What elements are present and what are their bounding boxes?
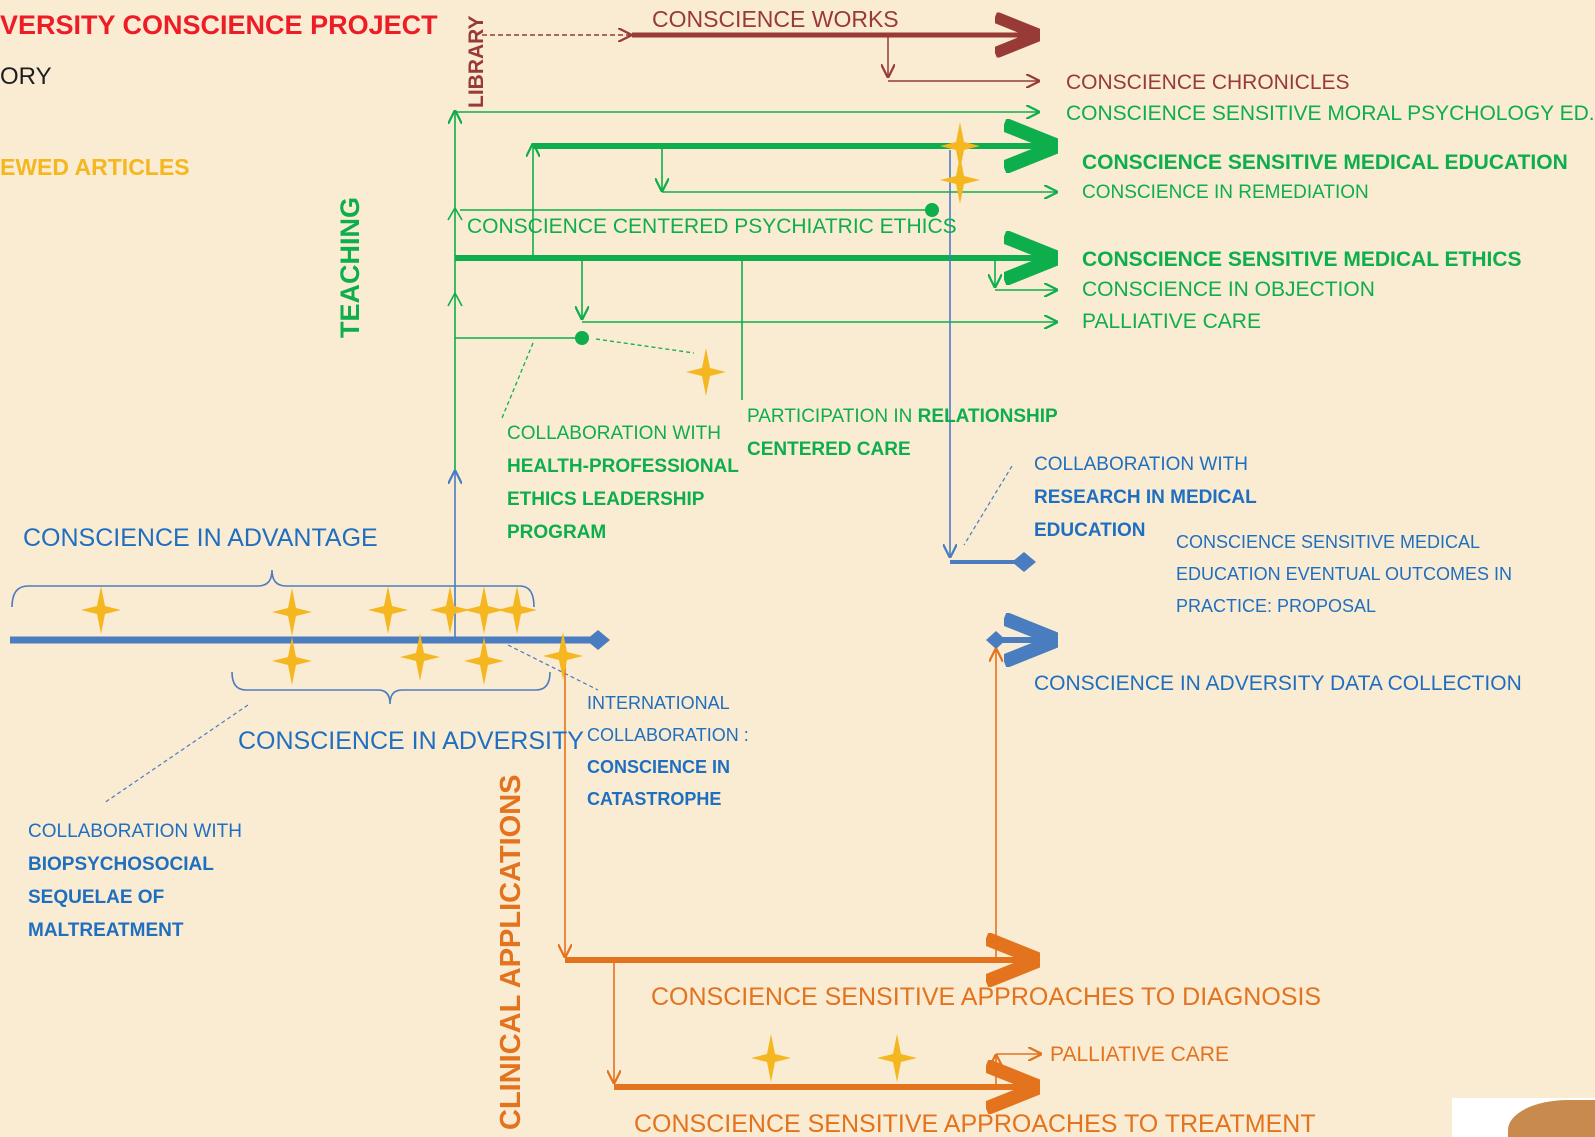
collab-intro: COLLABORATION WITH bbox=[28, 821, 242, 842]
teaching-objection: CONSCIENCE IN OBJECTION bbox=[1082, 278, 1375, 301]
library-works: CONSCIENCE WORKS bbox=[652, 6, 899, 32]
collab-prefix: PARTICIPATION IN bbox=[747, 406, 918, 427]
reviewed-articles-label: EWED ARTICLES bbox=[0, 154, 190, 180]
diamond-icon bbox=[1012, 552, 1036, 572]
collab-name-line: CATASTROPHE bbox=[587, 789, 722, 809]
teaching-remediation: CONSCIENCE IN REMEDIATION bbox=[1082, 182, 1369, 203]
teaching-medical-ethics: CONSCIENCE SENSITIVE MEDICAL ETHICS bbox=[1082, 248, 1522, 271]
proposal-line: CONSCIENCE SENSITIVE MEDICAL bbox=[1176, 532, 1481, 552]
collab-name-line: RESEARCH IN MEDICAL bbox=[1034, 487, 1257, 508]
four-point-star-icon bbox=[272, 588, 312, 636]
collab-intro: INTERNATIONAL bbox=[587, 693, 730, 713]
library-branch bbox=[482, 35, 1040, 81]
clinical-branch bbox=[565, 648, 1042, 1087]
collab-research-medical-education: COLLABORATION WITH RESEARCH IN MEDICAL E… bbox=[1034, 448, 1257, 547]
collab-name-line: SEQUELAE OF bbox=[28, 887, 165, 908]
history-label: ORY bbox=[0, 63, 52, 90]
clinical-palliative-care: PALLIATIVE CARE bbox=[1050, 1043, 1229, 1066]
section-clinical-applications: CLINICAL APPLICATIONS bbox=[495, 774, 527, 1130]
four-point-star-icon bbox=[940, 156, 980, 204]
teaching-branch bbox=[447, 110, 1058, 472]
four-point-star-icon bbox=[877, 1034, 917, 1082]
collab-name-line: ETHICS LEADERSHIP bbox=[507, 489, 705, 510]
proposal-line: PRACTICE: PROPOSAL bbox=[1176, 596, 1377, 616]
teaching-moral-psychology: CONSCIENCE SENSITIVE MORAL PSYCHOLOGY ED… bbox=[1066, 102, 1595, 125]
collab-name-line: EDUCATION bbox=[1034, 520, 1146, 541]
section-teaching: TEACHING bbox=[335, 197, 365, 338]
research-advantage: CONSCIENCE IN ADVANTAGE bbox=[23, 524, 378, 552]
collab-name-line: CONSCIENCE IN bbox=[587, 757, 731, 777]
collab-name-line: CENTERED CARE bbox=[747, 439, 911, 460]
four-point-star-icon bbox=[751, 1034, 791, 1082]
teaching-psychiatric-ethics: CONSCIENCE CENTERED PSYCHIATRIC ETHICS bbox=[467, 215, 957, 238]
collab-international: INTERNATIONAL COLLABORATION : CONSCIENCE… bbox=[587, 687, 749, 815]
research-outcomes-proposal: CONSCIENCE SENSITIVE MEDICAL EDUCATION E… bbox=[1176, 526, 1512, 622]
research-branch bbox=[10, 150, 1058, 804]
collab-intro: COLLABORATION : bbox=[587, 725, 749, 745]
collab-intro: COLLABORATION WITH bbox=[507, 423, 721, 444]
collab-health-professional: COLLABORATION WITH HEALTH-PROFESSIONAL E… bbox=[507, 417, 739, 549]
proposal-line: EDUCATION EVENTUAL OUTCOMES IN bbox=[1176, 564, 1513, 584]
project-title: VERSITY CONSCIENCE PROJECT bbox=[0, 10, 438, 40]
collab-name-line: HEALTH-PROFESSIONAL bbox=[507, 456, 739, 477]
collab-intro: COLLABORATION WITH bbox=[1034, 454, 1248, 475]
dot-icon bbox=[925, 203, 939, 217]
teaching-medical-education: CONSCIENCE SENSITIVE MEDICAL EDUCATION bbox=[1082, 151, 1568, 174]
diamond-icon bbox=[586, 630, 610, 650]
collab-biopsychosocial: COLLABORATION WITH BIOPSYCHOSOCIAL SEQUE… bbox=[28, 815, 242, 947]
research-adversity: CONSCIENCE IN ADVERSITY bbox=[238, 727, 584, 755]
dot-icon bbox=[575, 331, 589, 345]
section-library: LIBRARY bbox=[465, 15, 488, 108]
collab-name-line: PROGRAM bbox=[507, 522, 607, 543]
research-adversity-data-collection: CONSCIENCE IN ADVERSITY DATA COLLECTION bbox=[1034, 672, 1522, 695]
teaching-palliative-care: PALLIATIVE CARE bbox=[1082, 310, 1261, 333]
clinical-diagnosis: CONSCIENCE SENSITIVE APPROACHES TO DIAGN… bbox=[651, 983, 1322, 1011]
collab-name-line: MALTREATMENT bbox=[28, 920, 184, 941]
four-point-star-icon bbox=[686, 348, 726, 396]
four-point-star-icon bbox=[272, 637, 312, 685]
collab-name-bold: RELATIONSHIP bbox=[917, 406, 1058, 427]
collab-relationship-care: PARTICIPATION IN RELATIONSHIP CENTERED C… bbox=[747, 400, 1058, 466]
four-point-star-icon bbox=[81, 586, 121, 634]
four-point-star-icon bbox=[464, 637, 504, 685]
library-chronicles: CONSCIENCE CHRONICLES bbox=[1066, 71, 1350, 94]
collab-name-line: BIOPSYCHOSOCIAL bbox=[28, 854, 214, 875]
clinical-treatment: CONSCIENCE SENSITIVE APPROACHES TO TREAT… bbox=[634, 1110, 1316, 1137]
collab-relationship-line1: PARTICIPATION IN RELATIONSHIP bbox=[747, 400, 1058, 433]
four-point-star-icon bbox=[368, 586, 408, 634]
